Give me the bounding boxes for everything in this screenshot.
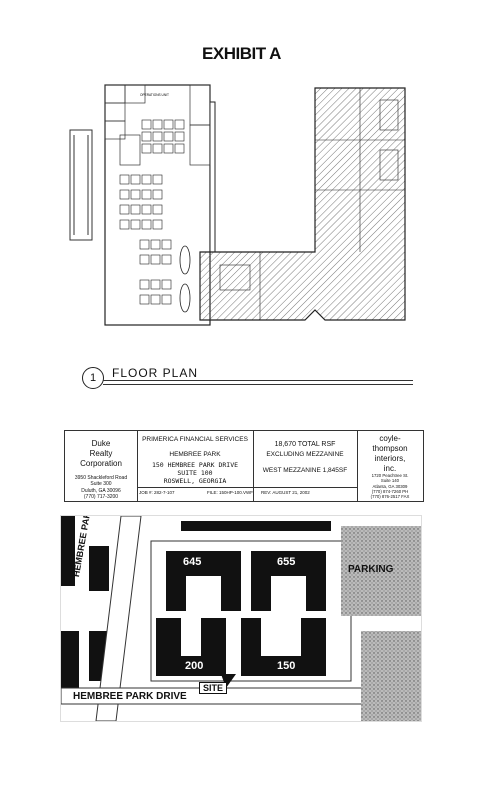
company-address-line-3: Duluth, GA 30096 — [81, 487, 121, 494]
designer-address-line-3: Atlanta, GA 30309 — [372, 483, 408, 489]
area-note: EXCLUDING MEZZANINE — [266, 451, 344, 458]
building-655: 655 — [277, 556, 296, 568]
mezzanine-area: WEST MEZZANINE 1,845SF — [262, 467, 348, 474]
area-total: 18,670 TOTAL RSF — [274, 441, 336, 448]
address-line-1: 150 HEMBREE PARK DRIVE — [151, 461, 239, 469]
designer-line-2: thompson — [372, 444, 408, 453]
project-name: HEMBREE PARK — [169, 451, 221, 458]
site-map-graphic — [61, 516, 421, 721]
designer-address-line-5: (770) 876-2517 FAX — [370, 494, 410, 500]
parking-label: PARKING — [348, 564, 394, 575]
title-block: Duke Realty Corporation 3950 Shackleford… — [64, 430, 424, 502]
floor-plan-underline-2 — [103, 384, 413, 385]
designer-line-4: inc. — [383, 464, 397, 473]
company-line-1: Duke — [91, 439, 111, 448]
file-name: FILE: 150HP-100.VWF — [207, 490, 254, 495]
job-number: JOB #: 282-7-107 — [139, 490, 175, 495]
designer-address: 1720 Peachtree St. Suite 140 Atlanta, GA… — [357, 473, 423, 500]
building-200: 200 — [185, 660, 204, 672]
drive-label: HEMBREE PARK DRIVE — [73, 691, 187, 702]
site-map: 645 655 200 150 PARKING HEMBREE PARKWAY … — [60, 515, 422, 722]
company-address-line-2: Suite 300 — [90, 481, 112, 488]
designer-line-3: interiors, — [374, 454, 406, 463]
designer-name: coyle- thompson interiors, inc. — [357, 434, 423, 474]
designer-address-line-2: Suite 140 — [380, 478, 400, 484]
room-label: OPERATIONS UNIT — [140, 93, 169, 97]
building-150: 150 — [277, 660, 296, 672]
client-name: PRIMERICA FINANCIAL SERVICES — [142, 436, 248, 443]
floor-plan-drawing: OPERATIONS UNIT — [69, 84, 406, 326]
exhibit-title: EXHIBIT A — [202, 44, 281, 63]
company-address: 3950 Shackleford Road Suite 300 Duluth, … — [65, 475, 137, 500]
company-line-2: Realty — [89, 449, 113, 458]
floor-plan-underline — [103, 380, 413, 381]
title-block-divider — [137, 487, 357, 488]
designer-address-line-4: (770) 874-7260 PH — [371, 489, 409, 495]
building-645: 645 — [183, 556, 202, 568]
designer-address-line-1: 1720 Peachtree St. — [371, 473, 409, 478]
company-address-line-1: 3950 Shackleford Road — [74, 475, 128, 481]
address-line-2: SUITE 100 — [177, 469, 213, 477]
designer-line-1: coyle- — [379, 434, 401, 443]
floor-plan-label: FLOOR PLAN — [112, 366, 199, 380]
site-label: SITE — [199, 682, 228, 694]
revision-date: REV: AUGUST 21, 2002 — [261, 490, 310, 495]
company-name: Duke Realty Corporation — [65, 439, 137, 469]
drawing-number: 1 — [82, 367, 104, 389]
company-line-3: Corporation — [80, 459, 122, 468]
address-line-3: ROSWELL, GEORGIA — [163, 477, 227, 485]
company-address-line-4: (770) 717-3200 — [83, 493, 119, 500]
